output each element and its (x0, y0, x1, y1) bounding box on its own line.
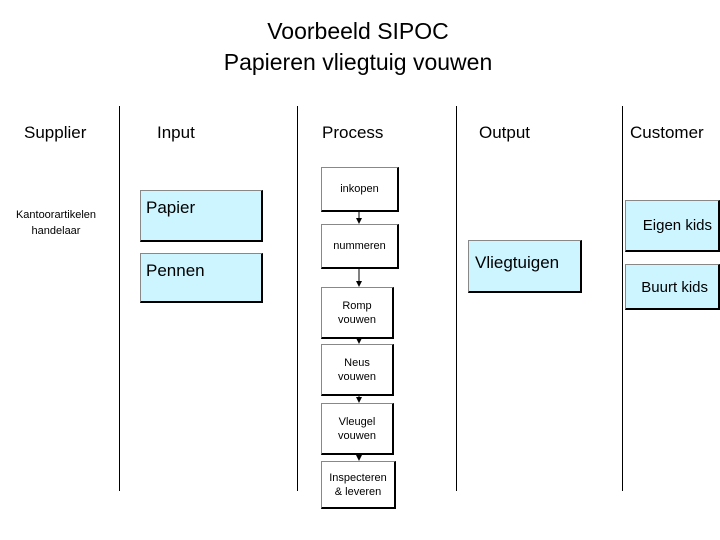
process-step-inspecteren-line2: & leveren (334, 485, 382, 498)
customer-label-eigen-kids: Eigen kids (642, 217, 712, 234)
column-header-input: Input (157, 123, 195, 142)
customer-label-buurt-kids: Buurt kids (641, 279, 708, 296)
column-divider-4 (622, 106, 623, 491)
process-step-inkopen: inkopen (321, 167, 399, 212)
input-label-papier: Papier (146, 198, 196, 217)
customer-box-eigen-kids: Eigen kids (625, 200, 720, 252)
process-step-inspecteren-line1: Inspecteren (329, 471, 387, 484)
process-step-inspecteren-leveren: Inspecteren & leveren (321, 461, 396, 509)
process-step-neus-line1: Neus (344, 356, 370, 369)
process-step-neus-vouwen: Neus vouwen (321, 344, 394, 396)
supplier-item: Kantoorartikelen handelaar (0, 207, 112, 239)
process-step-vleugel-line1: Vleugel (338, 415, 376, 428)
process-step-neus-line2: vouwen (338, 370, 376, 383)
column-divider-3 (456, 106, 457, 491)
input-box-papier: Papier (140, 190, 263, 242)
process-step-vleugel-line2: vouwen (338, 429, 376, 442)
column-divider-2 (297, 106, 298, 491)
column-header-output: Output (479, 123, 531, 142)
process-step-romp-line1: Romp (342, 299, 372, 312)
supplier-item-line1: Kantoorartikelen (15, 209, 97, 221)
process-step-vleugel-vouwen: Vleugel vouwen (321, 403, 394, 455)
input-label-pennen: Pennen (146, 261, 205, 280)
output-box-vliegtuigen: Vliegtuigen (468, 240, 582, 293)
diagram-title-line1: Voorbeeld SIPOC (267, 18, 449, 44)
column-header-supplier: Supplier (24, 123, 87, 142)
process-step-inkopen-line1: inkopen (340, 183, 379, 195)
process-step-nummeren-line1: nummeren (333, 240, 386, 252)
column-header-process: Process (322, 123, 384, 142)
process-step-romp-line2: vouwen (338, 313, 376, 326)
column-divider-1 (119, 106, 120, 491)
diagram-title-line2: Papieren vliegtuig vouwen (223, 49, 493, 75)
output-label-vliegtuigen: Vliegtuigen (475, 253, 560, 272)
process-step-nummeren: nummeren (321, 224, 399, 269)
input-box-pennen: Pennen (140, 253, 263, 303)
customer-box-buurt-kids: Buurt kids (625, 264, 720, 310)
supplier-item-line2: handelaar (31, 225, 81, 237)
column-header-customer: Customer (630, 123, 704, 142)
